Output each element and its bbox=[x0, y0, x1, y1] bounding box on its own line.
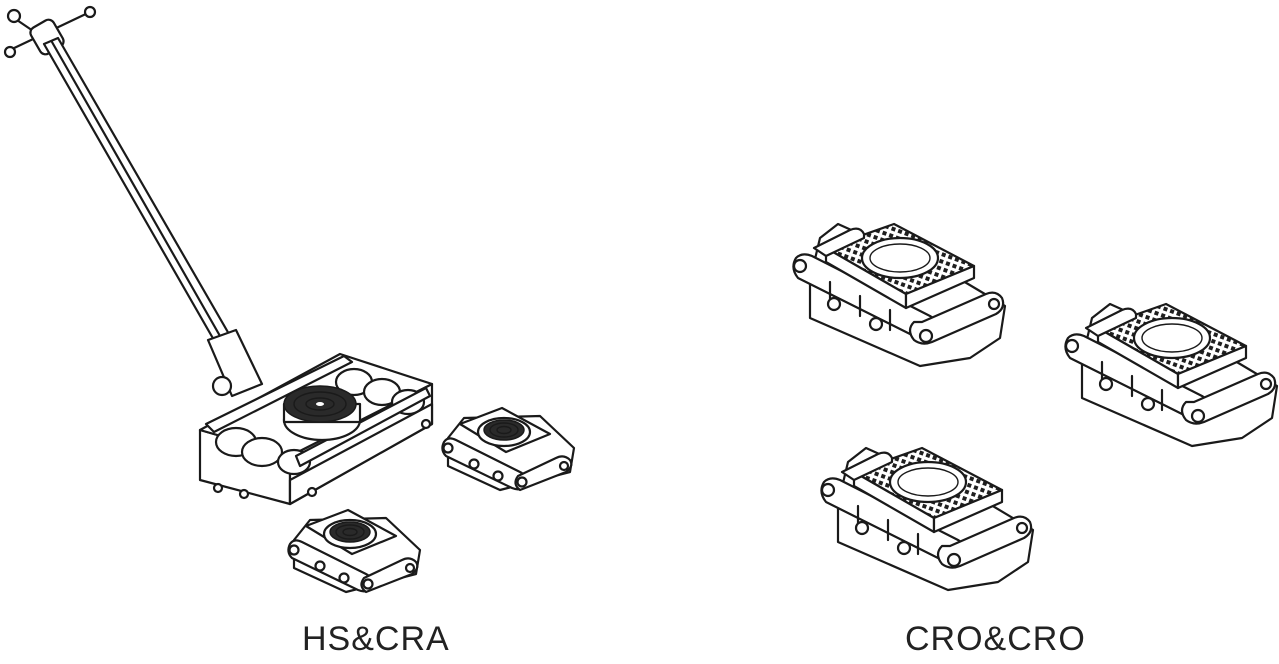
small-roller-skate-bottom bbox=[287, 508, 422, 594]
roller-skate-right bbox=[1064, 302, 1279, 448]
roller-skate-top bbox=[792, 222, 1007, 368]
roller-skate-bottom bbox=[820, 446, 1035, 592]
steerable-skate-with-handle bbox=[3, 5, 434, 506]
small-roller-skate-right bbox=[441, 406, 576, 492]
caption-cro-cro: CRO&CRO bbox=[905, 620, 1086, 658]
caption-hs-cra: HS&CRA bbox=[302, 620, 450, 658]
